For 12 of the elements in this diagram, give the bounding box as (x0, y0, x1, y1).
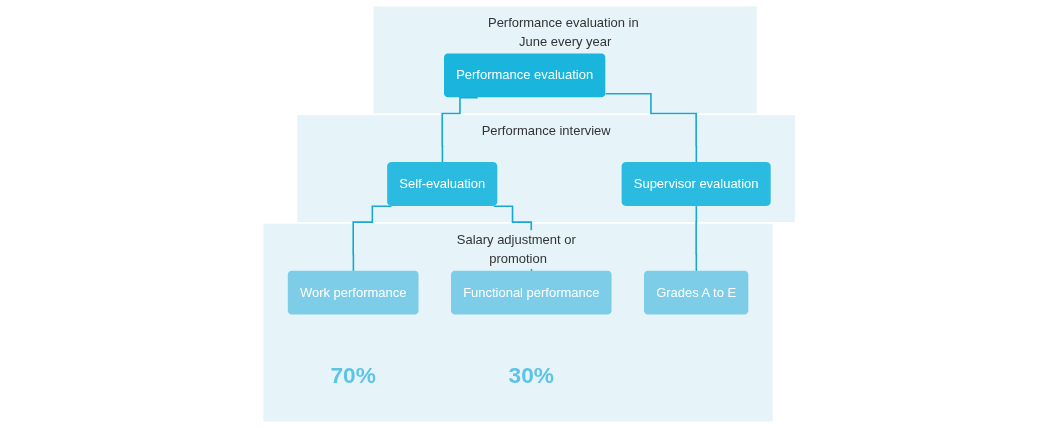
node-box: Functional performance (451, 270, 612, 315)
node-box: Self-evaluation (387, 162, 498, 206)
node-label: 30% (508, 363, 555, 389)
connector (695, 205, 698, 272)
node-box: Grades A to E (644, 270, 749, 315)
node-box: Work performance (288, 270, 419, 315)
node-label: 70% (330, 363, 377, 389)
connector (605, 92, 698, 164)
node-box: Supervisor evaluation (621, 162, 771, 206)
connector (441, 96, 479, 164)
connector (352, 205, 393, 272)
node-box: Performance evaluation (444, 53, 606, 98)
